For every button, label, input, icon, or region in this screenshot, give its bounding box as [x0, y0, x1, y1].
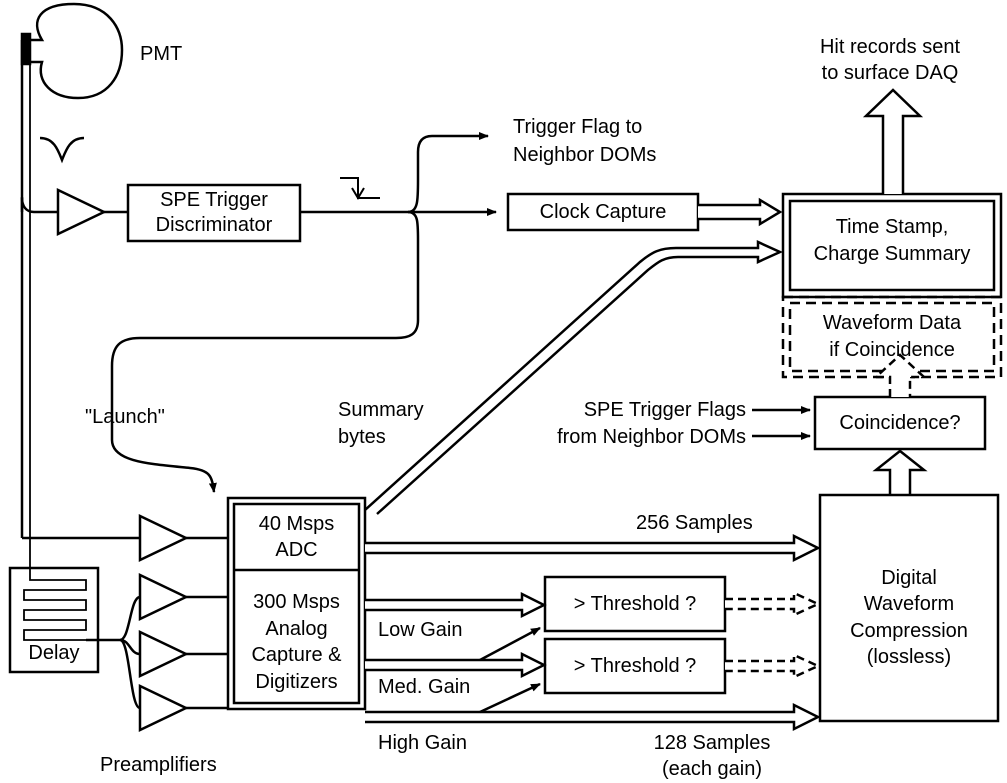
spe-flags-label-1: SPE Trigger Flags	[583, 399, 746, 421]
compression-label-3: Compression	[850, 620, 968, 642]
trigger-amplifier	[56, 188, 107, 236]
pmt-icon	[20, 2, 124, 100]
each-gain-label: (each gain)	[661, 758, 763, 780]
compression-label-1: Digital	[881, 567, 937, 589]
samples-128-label: 128 Samples	[653, 732, 771, 754]
compression-label-2: Waveform	[863, 593, 955, 615]
spe-discriminator-label-2: Discriminator	[155, 214, 273, 236]
surface-arrow	[862, 88, 924, 194]
threshold-label-1: > Threshold ?	[573, 593, 697, 615]
adc-label-1: 40 Msps	[258, 513, 335, 535]
launch-label: "Launch"	[85, 406, 165, 428]
delay-label: Delay	[28, 642, 80, 664]
summary-label-2: bytes	[338, 426, 386, 448]
adc-label-2: ADC	[275, 539, 318, 561]
low-gain-label: Low Gain	[378, 619, 463, 641]
summary-label-1: Summary	[338, 399, 424, 421]
digitizer-label-3: Capture &	[251, 644, 342, 666]
waveform-data-label-1: Waveform Data	[822, 312, 962, 334]
threshold-label-2: > Threshold ?	[573, 655, 697, 677]
med-gain-label: Med. Gain	[378, 676, 471, 698]
preamp-low	[138, 573, 189, 621]
digitizer-label-2: Analog	[265, 618, 328, 640]
hit-records-label-2: to surface DAQ	[821, 62, 959, 84]
coincidence-label: Coincidence?	[839, 412, 961, 434]
preamp-adc	[138, 514, 189, 562]
hit-records-label-1: Hit records sent	[819, 36, 961, 58]
time-stamp-label-2: Charge Summary	[813, 243, 971, 265]
waveform-data-label-2: if Coincidence	[829, 339, 955, 361]
preamp-high	[138, 684, 189, 732]
time-stamp-label-1: Time Stamp,	[835, 216, 949, 238]
spe-flags-label-2: from Neighbor DOMs	[557, 426, 746, 448]
spe-discriminator-label-1: SPE Trigger	[160, 189, 268, 211]
pmt-label: PMT	[140, 43, 183, 65]
digitizer-label-4: Digitizers	[255, 671, 338, 693]
trigger-flag-label-2: Neighbor DOMs	[513, 144, 657, 166]
clock-capture-label: Clock Capture	[539, 201, 667, 223]
preamp-med	[138, 630, 189, 678]
pulse-icon	[39, 136, 85, 164]
summary-bytes-arrow	[364, 240, 784, 515]
preamplifiers-label: Preamplifiers	[100, 754, 217, 776]
compression-label-4: (lossless)	[866, 646, 952, 668]
digitizer-label-1: 300 Msps	[253, 591, 340, 613]
samples-256-label: 256 Samples	[636, 512, 753, 534]
compression-box	[818, 493, 1000, 723]
delay-box	[8, 566, 100, 674]
trigger-flag-label-1: Trigger Flag to	[513, 116, 643, 138]
high-gain-label: High Gain	[378, 732, 467, 754]
